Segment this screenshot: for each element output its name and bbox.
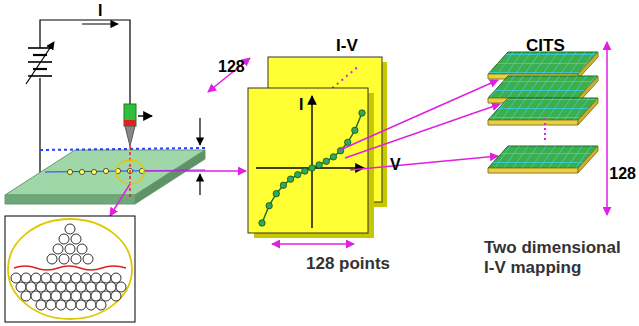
atom	[86, 282, 96, 292]
dimension-label: 128	[218, 58, 245, 76]
atom	[71, 234, 81, 244]
atom	[47, 254, 57, 264]
atom	[59, 254, 69, 264]
data-point	[316, 162, 322, 168]
atom	[83, 254, 93, 264]
data-point	[352, 127, 358, 133]
atom	[111, 273, 121, 283]
cits-stack	[488, 52, 598, 173]
atom	[41, 291, 51, 301]
atom	[116, 282, 126, 292]
panel-title: I-V	[336, 36, 358, 56]
atom	[21, 273, 31, 283]
atom	[65, 224, 75, 234]
data-point	[359, 110, 365, 116]
atom	[101, 273, 111, 283]
atom	[71, 273, 81, 283]
atom	[56, 282, 66, 292]
layer-edge	[488, 168, 578, 173]
data-point	[273, 190, 279, 196]
atom	[65, 244, 75, 254]
layer-edge	[578, 52, 598, 79]
atom	[21, 291, 31, 301]
atom	[16, 282, 26, 292]
atom-inset	[5, 184, 135, 322]
atom	[71, 254, 81, 264]
data-point	[330, 154, 336, 160]
atom	[31, 291, 41, 301]
atom	[56, 300, 66, 310]
data-point	[259, 220, 265, 226]
atom	[61, 273, 71, 283]
data-point	[345, 139, 351, 145]
axis-label: I	[299, 96, 303, 114]
current-label: I	[98, 2, 102, 20]
atom	[41, 273, 51, 283]
atom	[26, 282, 36, 292]
link-arrow	[145, 170, 246, 172]
layer-edge	[488, 120, 578, 125]
atom	[66, 300, 76, 310]
dimension-arrow	[606, 42, 608, 215]
atom	[96, 282, 106, 292]
atom	[86, 300, 96, 310]
axis-label: V	[390, 156, 401, 174]
atom	[46, 300, 56, 310]
atom	[59, 234, 69, 244]
atom	[101, 291, 111, 301]
link-arrow	[340, 80, 500, 170]
atom	[51, 273, 61, 283]
atom	[91, 273, 101, 283]
atom	[53, 244, 63, 254]
dimension-label: 128	[609, 165, 636, 183]
data-point	[280, 182, 286, 188]
atom	[61, 291, 71, 301]
layer-edge	[578, 146, 598, 173]
atom	[51, 291, 61, 301]
data-point	[266, 203, 272, 209]
atom	[46, 282, 56, 292]
panel-title: CITS	[526, 36, 565, 56]
atom	[81, 291, 91, 301]
atom	[111, 291, 121, 301]
ellipsis	[544, 118, 546, 140]
data-point	[295, 171, 301, 177]
atom	[106, 282, 116, 292]
atom	[71, 291, 81, 301]
atom	[66, 282, 76, 292]
atom	[31, 273, 41, 283]
data-point	[302, 168, 308, 174]
atom	[91, 291, 101, 301]
sample	[5, 146, 205, 204]
data-point	[287, 176, 293, 182]
atom	[76, 282, 86, 292]
atom	[36, 300, 46, 310]
data-point	[323, 158, 329, 164]
atom	[81, 273, 91, 283]
atom	[36, 282, 46, 292]
dimension-arrow	[208, 58, 250, 92]
atom	[96, 300, 106, 310]
caption-note: Two dimensional I-V mapping	[484, 238, 634, 277]
data-point	[309, 165, 315, 171]
height-marker	[199, 118, 200, 195]
layer-edge	[578, 98, 598, 125]
atom	[77, 244, 87, 254]
atom	[76, 300, 86, 310]
stm-tip	[124, 104, 152, 146]
dimension-label: 128 points	[306, 254, 390, 274]
atom	[11, 273, 21, 283]
